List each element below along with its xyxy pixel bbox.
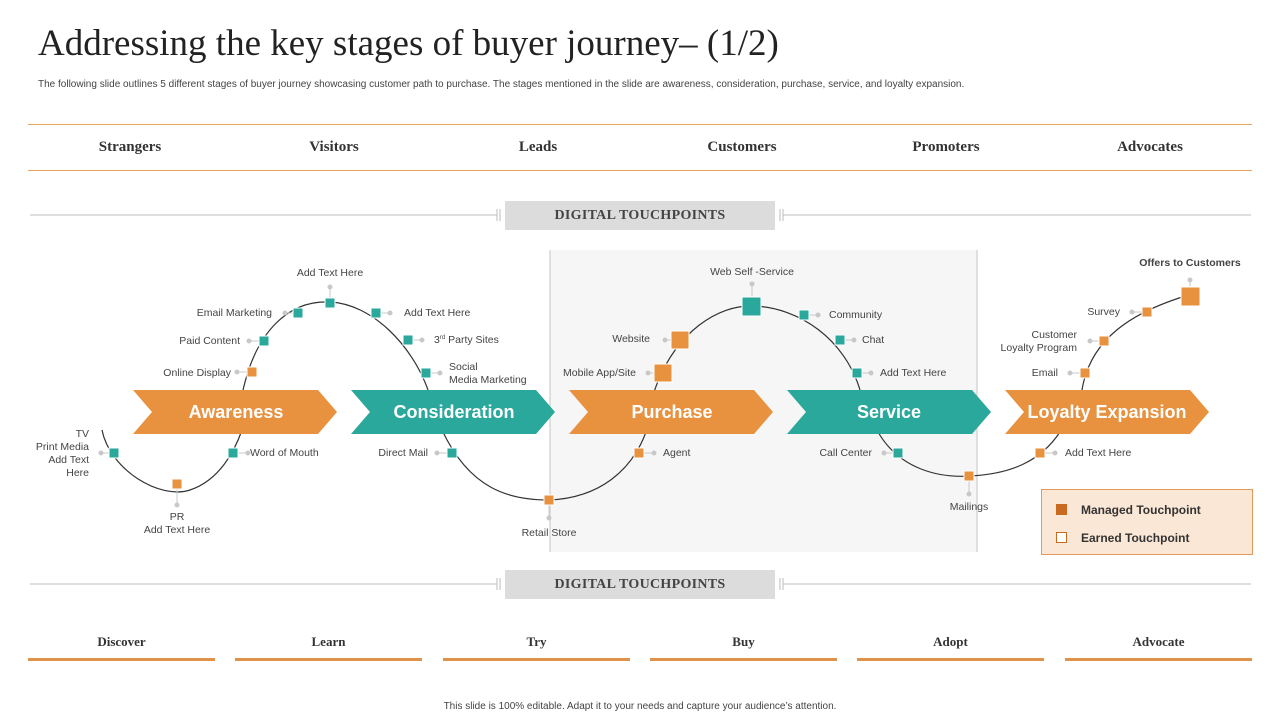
marker-website (670, 330, 690, 350)
marker-tv (108, 447, 120, 459)
stage-arrows (133, 390, 1209, 434)
label-survey: Survey (1087, 306, 1120, 318)
marker-web-self-service (741, 296, 762, 317)
legend-managed-label: Managed Touchpoint (1081, 502, 1201, 517)
label-word-of-mouth: Word of Mouth (250, 447, 319, 459)
marker-add-text-loyalty (1034, 447, 1046, 459)
marker-customer-loyalty (1098, 335, 1110, 347)
marker-email (1079, 367, 1091, 379)
stage-customers: Customers (707, 139, 777, 155)
label-add-text-right: Add Text Here (404, 307, 471, 319)
marker-survey (1141, 306, 1153, 318)
phase-adopt: Adopt (857, 634, 1044, 661)
phase-buy: Buy (650, 634, 837, 661)
label-add-text-1: Add Text (48, 454, 89, 466)
label-web-self-service: Web Self -Service (710, 266, 794, 278)
stage-advocates: Advocates (1117, 139, 1183, 155)
label-email: Email (1032, 367, 1058, 379)
marker-email-marketing (292, 307, 304, 319)
touchpoint-markers (108, 286, 1201, 506)
arrow-consideration (351, 390, 555, 434)
arrow-purchase (569, 390, 773, 434)
label-mobile-app: Mobile App/Site (563, 367, 636, 379)
arrow-awareness (133, 390, 337, 434)
phase-discover: Discover (28, 634, 215, 661)
arrow-label-purchase: Purchase (631, 402, 712, 422)
digital-touchpoints-label-top: DIGITAL TOUCHPOINTS (505, 201, 775, 230)
label-tv: TV (76, 428, 89, 440)
label-mailings: Mailings (950, 501, 989, 513)
marker-add-text-top (324, 297, 336, 309)
phase-learn: Learn (235, 634, 422, 661)
stage-leads: Leads (518, 139, 558, 155)
label-social-1: Social (449, 361, 478, 373)
earned-swatch (1056, 532, 1067, 544)
label-retail-store: Retail Store (522, 527, 577, 539)
marker-add-text-service (851, 367, 863, 379)
phase-advocate: Advocate (1065, 634, 1252, 661)
marker-paid-content (258, 335, 270, 347)
label-website: Website (612, 333, 650, 345)
label-direct-mail: Direct Mail (378, 447, 428, 459)
legend: Managed Touchpoint Earned Touchpoint (1041, 489, 1253, 555)
marker-offers (1180, 286, 1201, 307)
label-pr: PR (170, 511, 185, 523)
marker-third-party (402, 334, 414, 346)
label-paid-content: Paid Content (179, 335, 240, 347)
arrow-service (787, 390, 991, 434)
marker-call-center (892, 447, 904, 459)
marker-agent (633, 447, 645, 459)
divider-top (30, 209, 1251, 221)
label-customer-loyalty-2: Loyalty Program (1001, 342, 1078, 354)
arrow-loyalty-expansion (1005, 390, 1209, 434)
marker-add-text-right (370, 307, 382, 319)
phase-try: Try (443, 634, 630, 661)
label-add-text-loyalty: Add Text Here (1065, 447, 1132, 459)
label-offers: Offers to Customers (1139, 257, 1241, 269)
label-community: Community (829, 309, 883, 321)
page-subtitle: The following slide outlines 5 different… (38, 79, 965, 90)
legend-earned: Earned Touchpoint (1056, 530, 1190, 545)
page-title: Addressing the key stages of buyer journ… (38, 23, 779, 64)
label-add-text-top: Add Text Here (297, 267, 364, 279)
marker-word-of-mouth (227, 447, 239, 459)
digital-touchpoints-label-bottom: DIGITAL TOUCHPOINTS (505, 570, 775, 599)
marker-online-display (246, 366, 258, 378)
marker-retail-store (543, 494, 555, 506)
label-add-text-service: Add Text Here (880, 367, 947, 379)
legend-earned-label: Earned Touchpoint (1081, 530, 1190, 545)
label-email-marketing: Email Marketing (197, 307, 272, 319)
marker-pr (171, 478, 183, 490)
stage-strangers: Strangers (98, 139, 162, 155)
managed-swatch (1056, 504, 1067, 516)
stage-visitors: Visitors (309, 139, 359, 155)
marker-mailings (963, 470, 975, 482)
arrow-label-awareness: Awareness (189, 402, 284, 422)
legend-managed: Managed Touchpoint (1056, 502, 1201, 517)
arrow-label-consideration: Consideration (393, 402, 514, 422)
label-here-1: Here (66, 467, 89, 479)
arrow-label-loyalty-expansion: Loyalty Expansion (1027, 402, 1186, 422)
label-agent: Agent (663, 447, 691, 459)
label-chat: Chat (862, 334, 884, 346)
label-online-display: Online Display (163, 367, 231, 379)
footer-note: This slide is 100% editable. Adapt it to… (443, 701, 837, 712)
marker-chat (834, 334, 846, 346)
label-call-center: Call Center (819, 447, 872, 459)
label-social-2: Media Marketing (449, 374, 527, 386)
marker-social-media (420, 367, 432, 379)
label-pr-add-text: Add Text Here (144, 524, 211, 536)
marker-community (798, 309, 810, 321)
stage-promoters: Promoters (912, 139, 980, 155)
label-customer-loyalty-1: Customer (1031, 329, 1077, 341)
divider-bottom (30, 578, 1251, 590)
marker-direct-mail (446, 447, 458, 459)
marker-mobile-app (653, 363, 673, 383)
label-third-party: 3rd Party Sites (434, 334, 499, 346)
label-print-media: Print Media (36, 441, 89, 453)
arrow-label-service: Service (857, 402, 921, 422)
audience-stage-bar: Strangers Visitors Leads Customers Promo… (28, 124, 1252, 171)
